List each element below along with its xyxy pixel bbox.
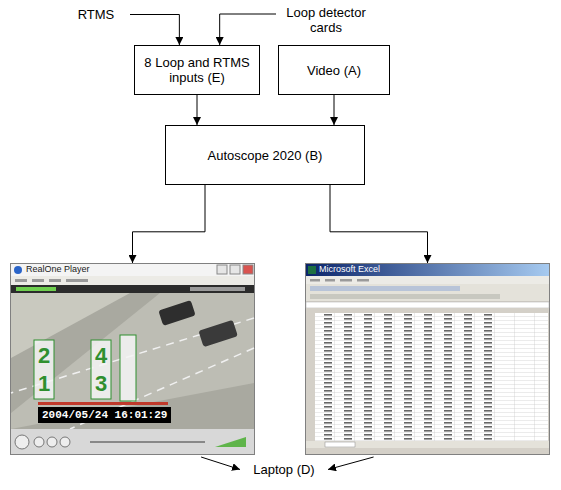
connector (334, 95, 335, 125)
lane-number: 1 (38, 371, 50, 396)
connector (201, 457, 240, 470)
volume-slider (215, 437, 246, 447)
window-button (217, 265, 227, 274)
source-label: RTMS (66, 7, 126, 22)
lane-number: 2 (38, 343, 50, 368)
detector-zone (91, 340, 111, 399)
node-text: Loop detector cards (280, 5, 372, 35)
connector (130, 15, 179, 46)
cell-grid (315, 313, 548, 441)
menu-item (325, 279, 335, 282)
status-strip (11, 285, 254, 293)
menu-item (357, 279, 369, 282)
node-text: Autoscope 2020 (B) (208, 148, 323, 163)
control-button (60, 437, 70, 447)
time-indicator (190, 287, 245, 291)
menu-item (340, 279, 352, 282)
node-text: 8 Loop and RTMS inputs (E) (139, 55, 255, 85)
connector (133, 185, 206, 263)
car (198, 320, 237, 347)
title-bar (306, 264, 549, 276)
window-title: RealOne Player (26, 264, 90, 275)
close-button (243, 265, 253, 274)
menu-item (15, 279, 27, 282)
row-header (306, 313, 315, 441)
play-button (15, 435, 29, 449)
menu-item (49, 279, 61, 282)
control-button (34, 437, 44, 447)
connector (197, 95, 198, 125)
node-text: RTMS (66, 7, 126, 22)
status-indicator (16, 287, 56, 291)
sheet-tab (325, 442, 355, 447)
process-box: Autoscope 2020 (B) (165, 125, 365, 185)
cell-values (315, 313, 495, 441)
connector (330, 185, 428, 263)
node-text: Laptop (D) (243, 462, 325, 477)
seek-slider (90, 441, 205, 443)
menu-item (310, 279, 320, 282)
window-button (230, 265, 240, 274)
process-box: Video (A) (278, 45, 390, 95)
menu-bar (306, 276, 549, 284)
spreadsheet-screenshot (305, 263, 550, 455)
control-button (47, 437, 57, 447)
window-frame (306, 264, 550, 455)
road-surface (11, 293, 254, 429)
window-frame (11, 264, 255, 455)
menu-item (66, 279, 88, 282)
caption-strip (38, 402, 168, 405)
toolbar-icons (310, 286, 460, 291)
connector (328, 457, 374, 470)
lane-number: 4 (95, 343, 107, 368)
connector (220, 14, 276, 45)
process-box: 8 Loop and RTMS inputs (E) (134, 45, 260, 95)
status-bar (306, 448, 549, 454)
sheet-tabs (306, 441, 549, 448)
cell-area (315, 313, 548, 441)
menu-bar (11, 276, 254, 285)
menu-item (32, 279, 44, 282)
video-area (11, 293, 254, 429)
screenshot-window: Microsoft Excel (305, 263, 550, 455)
car (158, 300, 195, 326)
app-icon (14, 266, 22, 274)
lane-number: 3 (95, 371, 107, 396)
column-header (306, 308, 549, 313)
toolbar (306, 284, 549, 301)
formula-bar (306, 302, 549, 308)
timestamp: 2004/05/24 16:01:29 (38, 407, 171, 423)
control-bar (11, 429, 254, 454)
window-title: Microsoft Excel (319, 264, 380, 275)
screenshot-window: RealOne Player 2 4 1 3 2004/05/24 16:01:29 (10, 263, 255, 455)
toolbar-icons (310, 294, 500, 299)
app-icon (308, 266, 316, 274)
detector-zone (120, 335, 136, 401)
title-bar (11, 264, 254, 276)
detector-zone (34, 340, 54, 399)
node-text: Video (A) (307, 63, 361, 78)
source-label: Loop detector cards (280, 5, 372, 35)
target-label: Laptop (D) (243, 462, 325, 477)
